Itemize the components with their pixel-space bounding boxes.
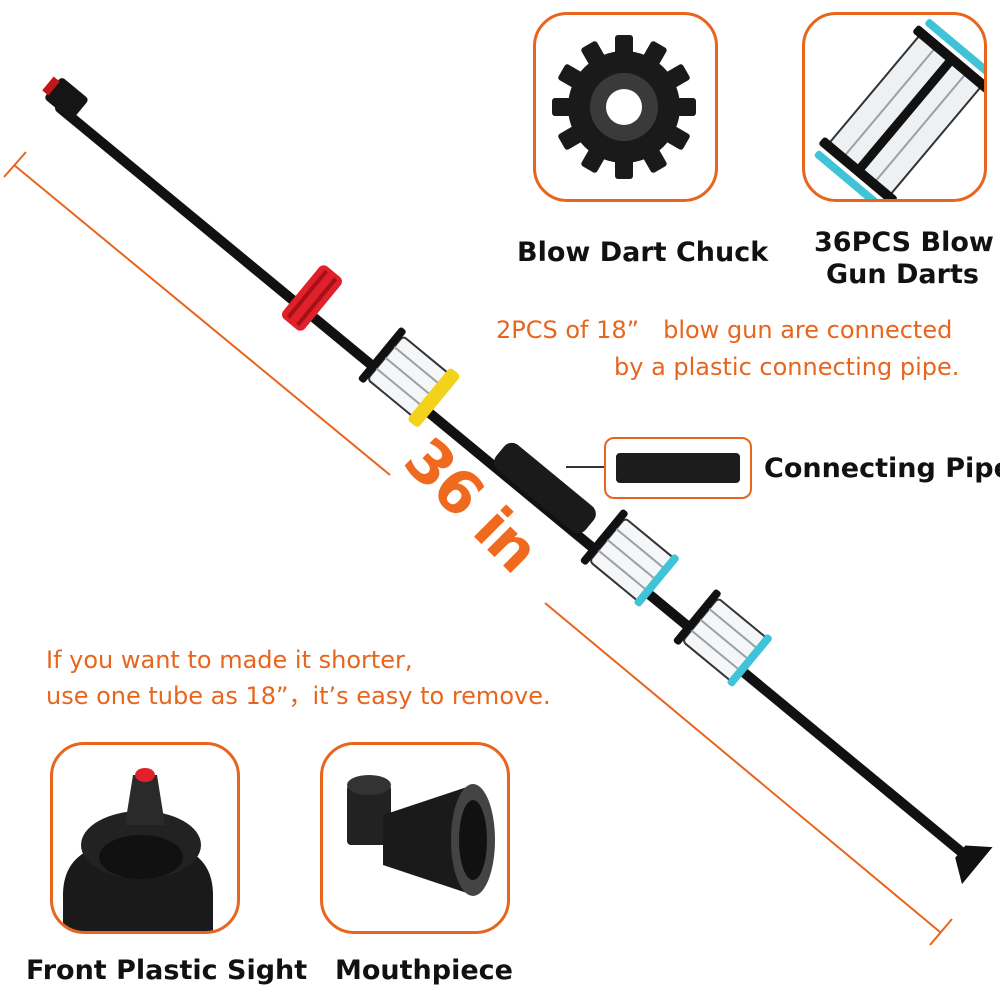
connecting-pipe-box (604, 437, 752, 499)
dimension-line-top (13, 164, 391, 476)
mouthpiece-image-box (320, 742, 510, 934)
sight-image-box (50, 742, 240, 934)
chuck-label: Blow Dart Chuck (517, 237, 769, 268)
dimension-line-bottom (544, 602, 941, 933)
red-chuck-shape (282, 265, 342, 331)
connecting-pipe-label: Connecting Pipe (764, 453, 1000, 484)
sight-label: Front Plastic Sight (26, 955, 308, 986)
dart-holder-2 (580, 509, 679, 607)
sight-icon (63, 768, 213, 931)
gear-icon (552, 35, 696, 179)
dimension-tick-end (929, 918, 953, 946)
blow-gun (42, 76, 993, 885)
mouthpiece-label: Mouthpiece (335, 955, 513, 986)
foam-grip (494, 442, 596, 534)
connection-text-line2: by a plastic connecting pipe. (614, 353, 960, 381)
pipe-shape (616, 453, 740, 483)
dart-holder-3 (673, 589, 772, 687)
shorter-text-line1: If you want to made it shorter, (46, 646, 413, 674)
dimension-tick-start (3, 151, 27, 178)
chuck-image-box (533, 12, 718, 202)
pointer-line (566, 466, 606, 468)
darts-image-box (802, 12, 987, 202)
mouthpiece-icon (347, 775, 495, 896)
shorter-text-line2: use one tube as 18”，it’s easy to remove. (46, 682, 551, 710)
darts-label-line2: Gun Darts (826, 259, 979, 290)
front-sight-shape (42, 76, 88, 120)
mouthpiece-end (955, 845, 993, 885)
darts-icon (814, 18, 984, 199)
darts-label-line1: 36PCS Blow (814, 227, 994, 258)
connection-text-line1: 2PCS of 18” blow gun are connected (496, 316, 953, 344)
dart-holder-1 (358, 327, 460, 427)
